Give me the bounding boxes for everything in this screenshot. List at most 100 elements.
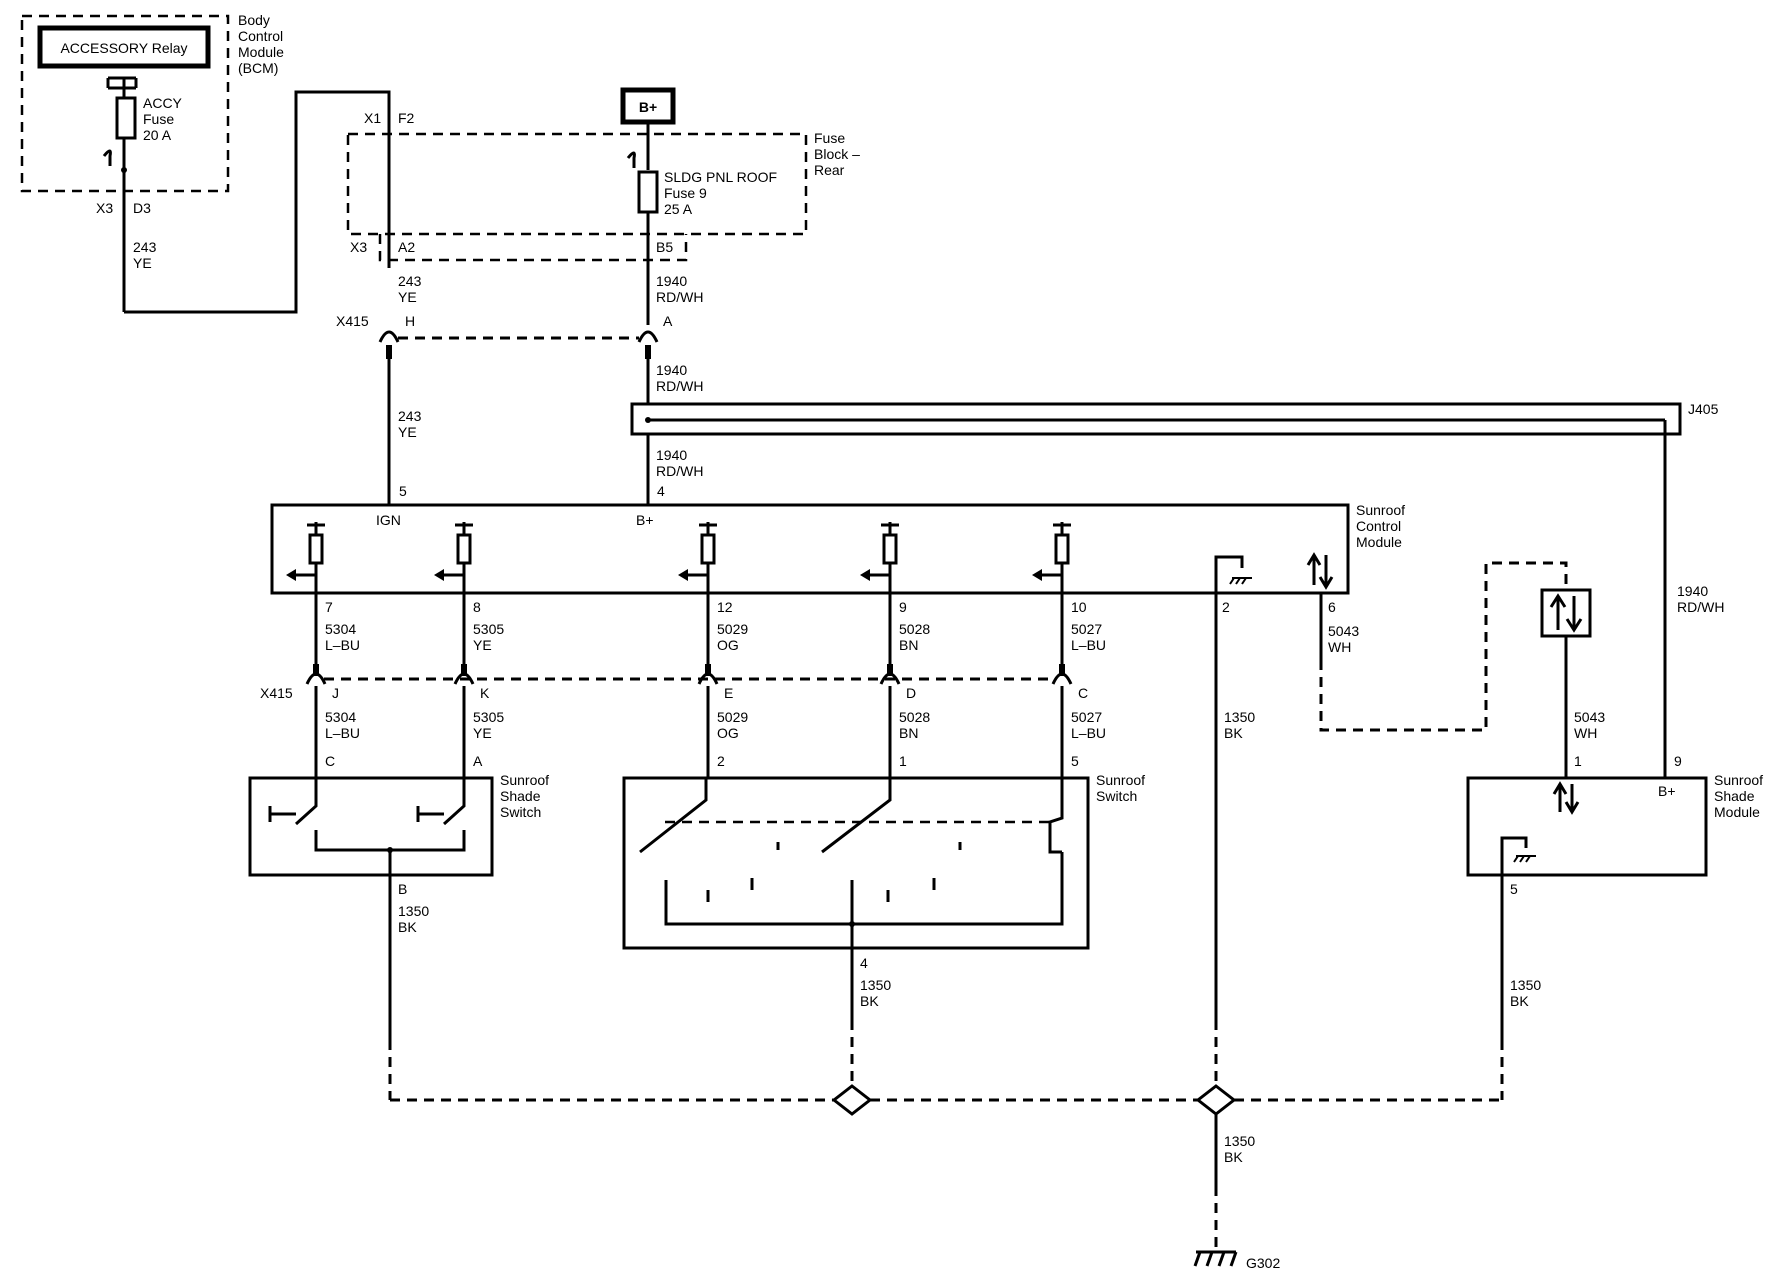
- shade-switch-contact-1: [294, 778, 318, 826]
- shade-open-driver-cap: [307, 522, 325, 535]
- sunroof-close-driver-arrow-icon: [860, 569, 870, 581]
- sunroof-close-driver-resistor: [882, 533, 898, 565]
- control-module-data-down-arrow: [1318, 555, 1334, 590]
- shade-switch-contact-2: [442, 778, 466, 826]
- sunroof-vent-driver-cap: [1053, 522, 1071, 535]
- wire-243-upper-number: 243: [398, 273, 422, 289]
- fuse-block-pin-a2: A2: [398, 239, 415, 255]
- bcm-section: ACCESSORY Relay Body Control Module (BCM…: [20, 12, 391, 314]
- fuse-block-name-2: Block –: [814, 146, 860, 162]
- sunroof-close-wire-color: BN: [899, 637, 918, 653]
- x3-connector-outline: [378, 234, 688, 262]
- sunroof-open-wire-number: 5029: [717, 621, 748, 637]
- shade-switch-ground-pin: B: [398, 881, 407, 897]
- sldg-fuse-rating: 25 A: [664, 201, 693, 217]
- sunroof-switch: Sunroof Switch 4 1350 BK: [622, 772, 1145, 1020]
- sunroof-close-driver-lead: [868, 563, 892, 593]
- sldg-pnl-roof-fuse-symbol: [637, 170, 659, 214]
- x415-top-h-cup: [378, 330, 400, 343]
- shade-module-ground-wire-color: BK: [1510, 993, 1529, 1009]
- sunroof-switch-ground-bus: [664, 852, 1064, 926]
- accy-fuse-rating: 20 A: [143, 127, 172, 143]
- bcm-name-2: Control: [238, 28, 283, 44]
- serial-data-up-arrow: [1549, 593, 1567, 630]
- shade-open-x415-pin: J: [332, 685, 339, 701]
- accy-fuse-type: Fuse: [143, 111, 174, 127]
- control-module-data-up-arrow: [1306, 552, 1322, 585]
- sunroof-open-wire2-number: 5029: [717, 709, 748, 725]
- shade-switch-actuator-1: [268, 806, 296, 822]
- sunroof-vent-wire-color: L–BU: [1071, 637, 1106, 653]
- sunroof-close-x415-pin-body: [887, 664, 893, 676]
- sunroof-switch-terminals: [706, 842, 962, 902]
- battery-box: [620, 87, 676, 125]
- ground-wire-number: 1350: [1224, 1133, 1255, 1149]
- sunroof-close-wire2-number: 5028: [899, 709, 930, 725]
- bcm-wire-color: YE: [133, 255, 152, 271]
- j405-splice: J405 1940 RD/WH: [630, 401, 1719, 778]
- sunroof-open-driver-lead: [686, 563, 710, 593]
- shade-switch-name-3: Switch: [500, 804, 541, 820]
- sunroof-vent-wire2-number: 5027: [1071, 709, 1102, 725]
- sunroof-open-driver-resistor: [700, 533, 716, 565]
- shade-switch-ground-wire-number: 1350: [398, 903, 429, 919]
- sldg-fuse-name: SLDG PNL ROOF: [664, 169, 777, 185]
- accessory-relay-label: ACCESSORY Relay: [60, 40, 187, 56]
- sunroof-switch-ground-wire-color: BK: [860, 993, 879, 1009]
- control-module-pin-bplus: 4: [657, 483, 665, 499]
- sunroof-switch-ground-pin: 4: [860, 955, 868, 971]
- wire-1940-mid-number: 1940: [656, 362, 687, 378]
- shade-switch-name-1: Sunroof: [500, 772, 549, 788]
- sunroof-shade-module: Sunroof Shade Module 1 9 5043 WH 1940 RD…: [1466, 583, 1763, 1040]
- ground-label: G302: [1246, 1255, 1280, 1271]
- ground-splice-left: [831, 1084, 873, 1116]
- control-module-data-wire-color: WH: [1328, 639, 1351, 655]
- fuse-block-name-1: Fuse: [814, 130, 845, 146]
- sunroof-close-module-pin: 9: [899, 599, 907, 615]
- control-module-name-2: Control: [1356, 518, 1401, 534]
- shade-close-wire2-color: YE: [473, 725, 492, 741]
- sunroof-switch-contact-vent: [1048, 778, 1064, 854]
- shade-close-driver-lead: [442, 563, 466, 593]
- sunroof-vent-driver-arrow-icon: [1032, 569, 1042, 581]
- control-module-box: [270, 503, 1350, 595]
- shade-close-x415-pin-body: [461, 664, 467, 676]
- fuse-block-in-pin: F2: [398, 110, 415, 126]
- sunroof-switch-contact-open: [639, 778, 708, 854]
- fuse-block-in-conn: X1: [364, 110, 381, 126]
- shade-close-driver-arrow-icon: [434, 569, 444, 581]
- sunroof-vent-driver-lead: [1040, 563, 1064, 593]
- sunroof-vent-driver-resistor: [1054, 533, 1070, 565]
- sunroof-vent-x415-pin-body: [1059, 664, 1065, 676]
- shade-module-name-2: Shade: [1714, 788, 1755, 804]
- shade-open-module-pin: 7: [325, 599, 333, 615]
- shade-module-name-3: Module: [1714, 804, 1760, 820]
- wire-1940-mid-color: RD/WH: [656, 378, 703, 394]
- wire-1940-low-number: 1940: [656, 447, 687, 463]
- bcm-name-3: Module: [238, 44, 284, 60]
- x415-top-pin-a: A: [663, 313, 673, 329]
- j405-label: J405: [1688, 401, 1719, 417]
- bcm-conn: X3: [96, 200, 113, 216]
- shade-module-data-pin: 1: [1574, 753, 1582, 769]
- wire-243-lower-number: 243: [398, 408, 422, 424]
- shade-switch-actuator-2: [416, 806, 444, 822]
- control-module-ground-wire-number: 1350: [1224, 709, 1255, 725]
- shade-open-dest-pin: C: [325, 753, 335, 769]
- battery-label: B+: [639, 99, 657, 115]
- wire-243-lower-color: YE: [398, 424, 417, 440]
- x415-bottom-conn: X415: [260, 685, 293, 701]
- shade-module-ground-lead: [1500, 836, 1528, 875]
- wire-1940-upper-number: 1940: [656, 273, 687, 289]
- shade-close-module-pin: 8: [473, 599, 481, 615]
- relay-contact-symbol: [106, 76, 138, 98]
- x415-top-connector: X415 H A 243 YE 1940 RD/WH: [336, 313, 703, 505]
- bcm-name-4: (BCM): [238, 60, 278, 76]
- serial-data-down-arrow: [1565, 596, 1583, 633]
- shade-open-x415-pin-body: [313, 664, 319, 676]
- control-module-pin-ign: 5: [399, 483, 407, 499]
- shade-module-bplus-label: B+: [1658, 783, 1676, 799]
- shade-module-bplus-wire-number: 1940: [1677, 583, 1708, 599]
- shade-switch-box: [248, 776, 494, 877]
- sunroof-open-dest-pin: 2: [717, 753, 725, 769]
